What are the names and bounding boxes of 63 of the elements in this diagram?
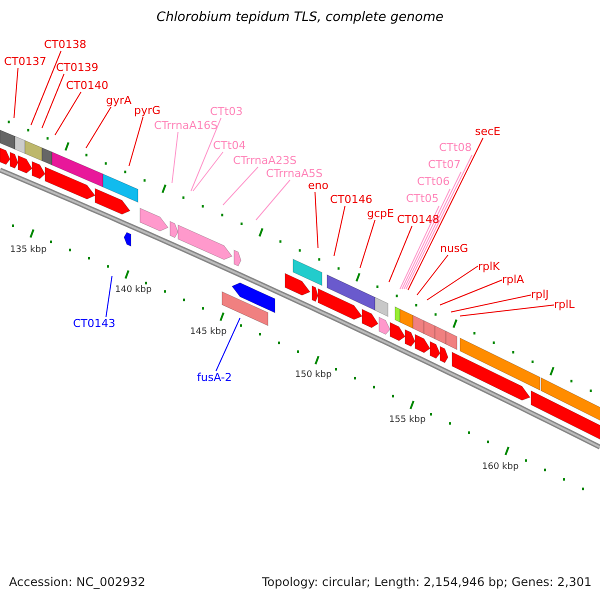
leader-line bbox=[400, 206, 440, 290]
leader-line bbox=[440, 280, 502, 306]
gene-label: rplA bbox=[502, 273, 524, 286]
leader-line bbox=[388, 226, 412, 282]
scale-label: 145 kbp bbox=[190, 327, 227, 338]
gene-label: secE bbox=[475, 125, 500, 138]
gene-label: CT0146 bbox=[330, 193, 372, 206]
gene-label: CT0138 bbox=[44, 38, 86, 51]
gene-label: CTrrnaA5S bbox=[266, 167, 323, 180]
footer-text: Accession: NC_002932 bbox=[9, 575, 146, 589]
gene-label: rplK bbox=[478, 260, 500, 273]
gene-label: CTrrnaA16S bbox=[154, 119, 218, 132]
leader-line bbox=[404, 172, 462, 290]
leader-line bbox=[360, 220, 376, 268]
leader-line bbox=[334, 206, 346, 256]
gene-label: CT0139 bbox=[56, 61, 98, 74]
gene-label: rplL bbox=[554, 298, 575, 311]
leader-line bbox=[86, 106, 112, 148]
leader-line bbox=[190, 118, 222, 192]
leader-line bbox=[172, 132, 178, 184]
scale-label: 135 kbp bbox=[10, 245, 47, 256]
footer-text: Topology: circular; Length: 2,154,946 bp; Genes: 2,301 bbox=[262, 575, 592, 589]
gene-label: CTt07 bbox=[428, 158, 461, 171]
gene-label: CT0137 bbox=[4, 55, 46, 68]
gene-label: CTt06 bbox=[417, 175, 450, 188]
leader-line bbox=[128, 116, 144, 166]
gene-label: pyrG bbox=[134, 104, 161, 117]
leader-line bbox=[106, 276, 112, 318]
leader-line bbox=[192, 152, 224, 192]
gene-label: CTt03 bbox=[210, 105, 243, 118]
leader-line bbox=[216, 318, 240, 372]
gene-label: CT0148 bbox=[397, 213, 440, 226]
gene-label: CT0140 bbox=[66, 79, 108, 92]
gene-label: CTt08 bbox=[439, 141, 472, 154]
gene-label: CT0143 bbox=[73, 317, 116, 330]
gene-label: gcpE bbox=[367, 207, 394, 220]
scale-label: 155 kbp bbox=[389, 415, 426, 426]
leader-line bbox=[256, 180, 290, 220]
map-title: Chlorobium tepidum TLS, complete genome bbox=[156, 10, 444, 25]
leader-line bbox=[406, 154, 472, 290]
gene-label: rplJ bbox=[531, 288, 549, 301]
gene-label: gyrA bbox=[106, 94, 132, 107]
leader-line bbox=[54, 92, 82, 136]
scale-label: 140 kbp bbox=[115, 285, 152, 296]
scale-label: 160 kbp bbox=[482, 462, 519, 473]
leader-line bbox=[42, 74, 64, 128]
gene-label: CTt05 bbox=[406, 192, 439, 205]
gene-label: CTrrnaA23S bbox=[233, 154, 297, 167]
gene-label: nusG bbox=[440, 242, 468, 255]
leader-line bbox=[14, 68, 18, 118]
leader-line bbox=[314, 192, 318, 248]
leader-line bbox=[450, 294, 532, 312]
leader-line bbox=[222, 166, 258, 206]
gene-label: CTt04 bbox=[213, 139, 246, 152]
scale-label: 150 kbp bbox=[295, 370, 332, 381]
leader-line bbox=[416, 254, 448, 296]
gene-label: eno bbox=[308, 179, 328, 192]
gene-label: fusA-2 bbox=[197, 371, 232, 384]
leader-line bbox=[460, 304, 554, 316]
leader-line bbox=[426, 266, 478, 300]
leader-line bbox=[30, 50, 62, 126]
leader-line bbox=[402, 188, 450, 290]
leader-line bbox=[408, 138, 484, 290]
